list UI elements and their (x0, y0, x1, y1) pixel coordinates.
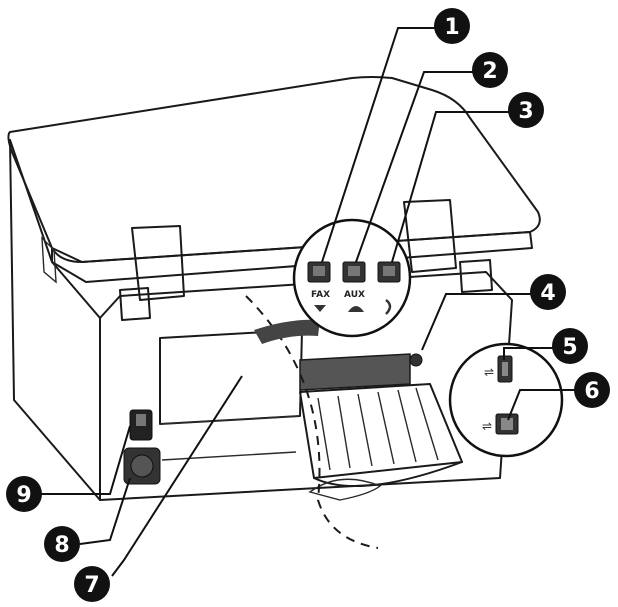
callout-number: 9 (16, 483, 31, 508)
callout-badge-5: 5 (552, 328, 588, 364)
fax-port-label: FAX (311, 290, 330, 300)
callout-badge-1: 1 (434, 8, 470, 44)
callout-number: 3 (518, 99, 533, 124)
usb-icon: ⇌ (484, 365, 494, 379)
callout-badge-4: 4 (530, 274, 566, 310)
phone-icon (348, 306, 364, 312)
phone-ports-zoom: FAX AUX (292, 218, 412, 338)
callout-number: 8 (54, 533, 69, 558)
aux-port-label: AUX (344, 290, 365, 300)
usb-icon: ⇌ (482, 419, 492, 433)
leader-lines (24, 27, 578, 577)
callout-number: 7 (84, 573, 99, 598)
callout-number: 4 (540, 281, 555, 306)
usb-ports-zoom: ⇌ ⇌ (448, 342, 564, 458)
callout-number: 5 (562, 335, 577, 360)
handset-icon (385, 299, 392, 315)
callout-badge-7: 7 (74, 566, 110, 602)
callout-badge-2: 2 (472, 52, 508, 88)
printer-body (7, 76, 541, 549)
callout-number: 6 (584, 379, 599, 404)
callout-badge-3: 3 (508, 92, 544, 128)
fax-icon (314, 305, 326, 312)
callout-number: 2 (482, 59, 497, 84)
callout-badge-9: 9 (6, 476, 42, 512)
callout-badge-8: 8 (44, 526, 80, 562)
callout-number: 1 (444, 15, 459, 40)
callout-badge-6: 6 (574, 372, 610, 408)
